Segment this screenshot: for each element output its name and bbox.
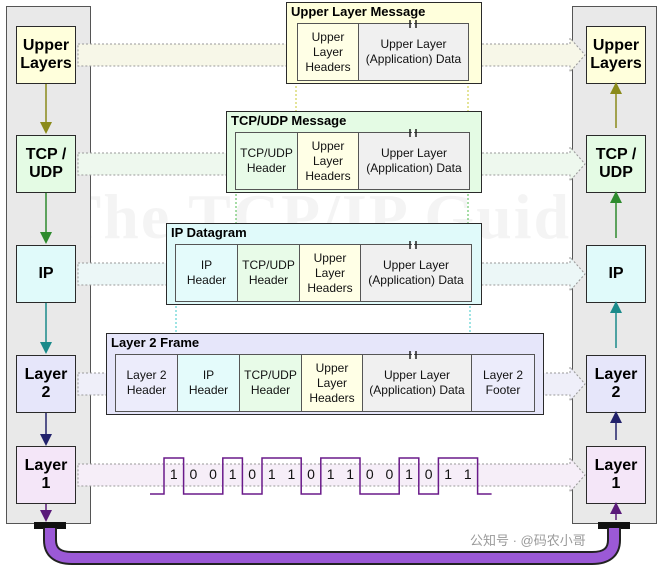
cell-layer-2-footer: Layer 2 Footer [471, 354, 535, 412]
right-layer-ip[interactable]: IP [586, 245, 646, 303]
left-layer-1[interactable]: Layer 1 [16, 446, 76, 504]
cell-tcp-udp-header: TCP/UDP Header [235, 132, 298, 190]
cell-upper-layer-headers: Upper Layer Headers [297, 23, 359, 81]
left-layer-2[interactable]: Layer 2 [16, 355, 76, 413]
layer-2-frame-title: Layer 2 Frame [111, 335, 200, 350]
right-layer-tcp-udp[interactable]: TCP / UDP [586, 135, 646, 193]
left-layer-upper[interactable]: Upper Layers [16, 26, 76, 84]
layer-2-frame-box: Layer 2 Frame Layer 2 Header IP Header T… [106, 333, 544, 415]
cell-application-data: Upper Layer (Application) Data [362, 354, 472, 412]
cell-upper-layer-headers: Upper Layer Headers [297, 132, 359, 190]
bit-value: 1 [346, 466, 355, 482]
cell-upper-layer-headers: Upper Layer Headers [299, 244, 361, 302]
l1-flow-arrow [77, 456, 586, 494]
cell-application-data: Upper Layer (Application) Data [360, 244, 472, 302]
bit-value: 1 [405, 466, 413, 482]
cell-upper-layer-headers: Upper Layer Headers [301, 354, 363, 412]
tcp-udp-message-box: TCP/UDP Message TCP/UDP Header Upper Lay… [226, 111, 482, 193]
bit-value: 0 [385, 466, 394, 482]
bit-value: 0 [365, 466, 374, 482]
right-layer-2[interactable]: Layer 2 [586, 355, 646, 413]
upper-layer-message-title: Upper Layer Message [291, 4, 426, 19]
cell-ip-header: IP Header [175, 244, 238, 302]
left-layer-ip[interactable]: IP [16, 245, 76, 303]
cell-application-data: Upper Layer (Application) Data [358, 23, 469, 81]
upper-layer-message-box: Upper Layer Message Upper Layer Headers … [286, 2, 482, 84]
bit-value: 1 [287, 466, 296, 482]
bit-value: 1 [463, 466, 472, 482]
ip-datagram-title: IP Datagram [171, 225, 247, 240]
bit-value: 0 [307, 466, 315, 482]
left-layer-tcp-udp[interactable]: TCP / UDP [16, 135, 76, 193]
bit-value: 1 [228, 466, 237, 482]
bit-value: 1 [444, 466, 453, 482]
bit-value: 0 [248, 466, 257, 482]
cell-tcp-udp-header: TCP/UDP Header [237, 244, 300, 302]
cell-tcp-udp-header: TCP/UDP Header [239, 354, 302, 412]
bit-value: 0 [209, 466, 217, 482]
bit-value: 0 [424, 466, 433, 482]
physical-cable [34, 522, 630, 565]
right-layer-1[interactable]: Layer 1 [586, 446, 646, 504]
bit-value: 1 [169, 466, 178, 482]
cell-layer-2-header: Layer 2 Header [115, 354, 178, 412]
bit-value: 0 [189, 466, 198, 482]
cell-application-data: Upper Layer (Application) Data [358, 132, 470, 190]
bit-value: 1 [326, 466, 335, 482]
tcp-udp-message-title: TCP/UDP Message [231, 113, 347, 128]
ip-datagram-box: IP Datagram IP Header TCP/UDP Header Upp… [166, 223, 482, 305]
credit-text: 公知号 · @码农小哥 [470, 533, 586, 548]
cell-ip-header: IP Header [177, 354, 240, 412]
right-layer-upper[interactable]: Upper Layers [586, 26, 646, 84]
bit-value: 1 [267, 466, 276, 482]
